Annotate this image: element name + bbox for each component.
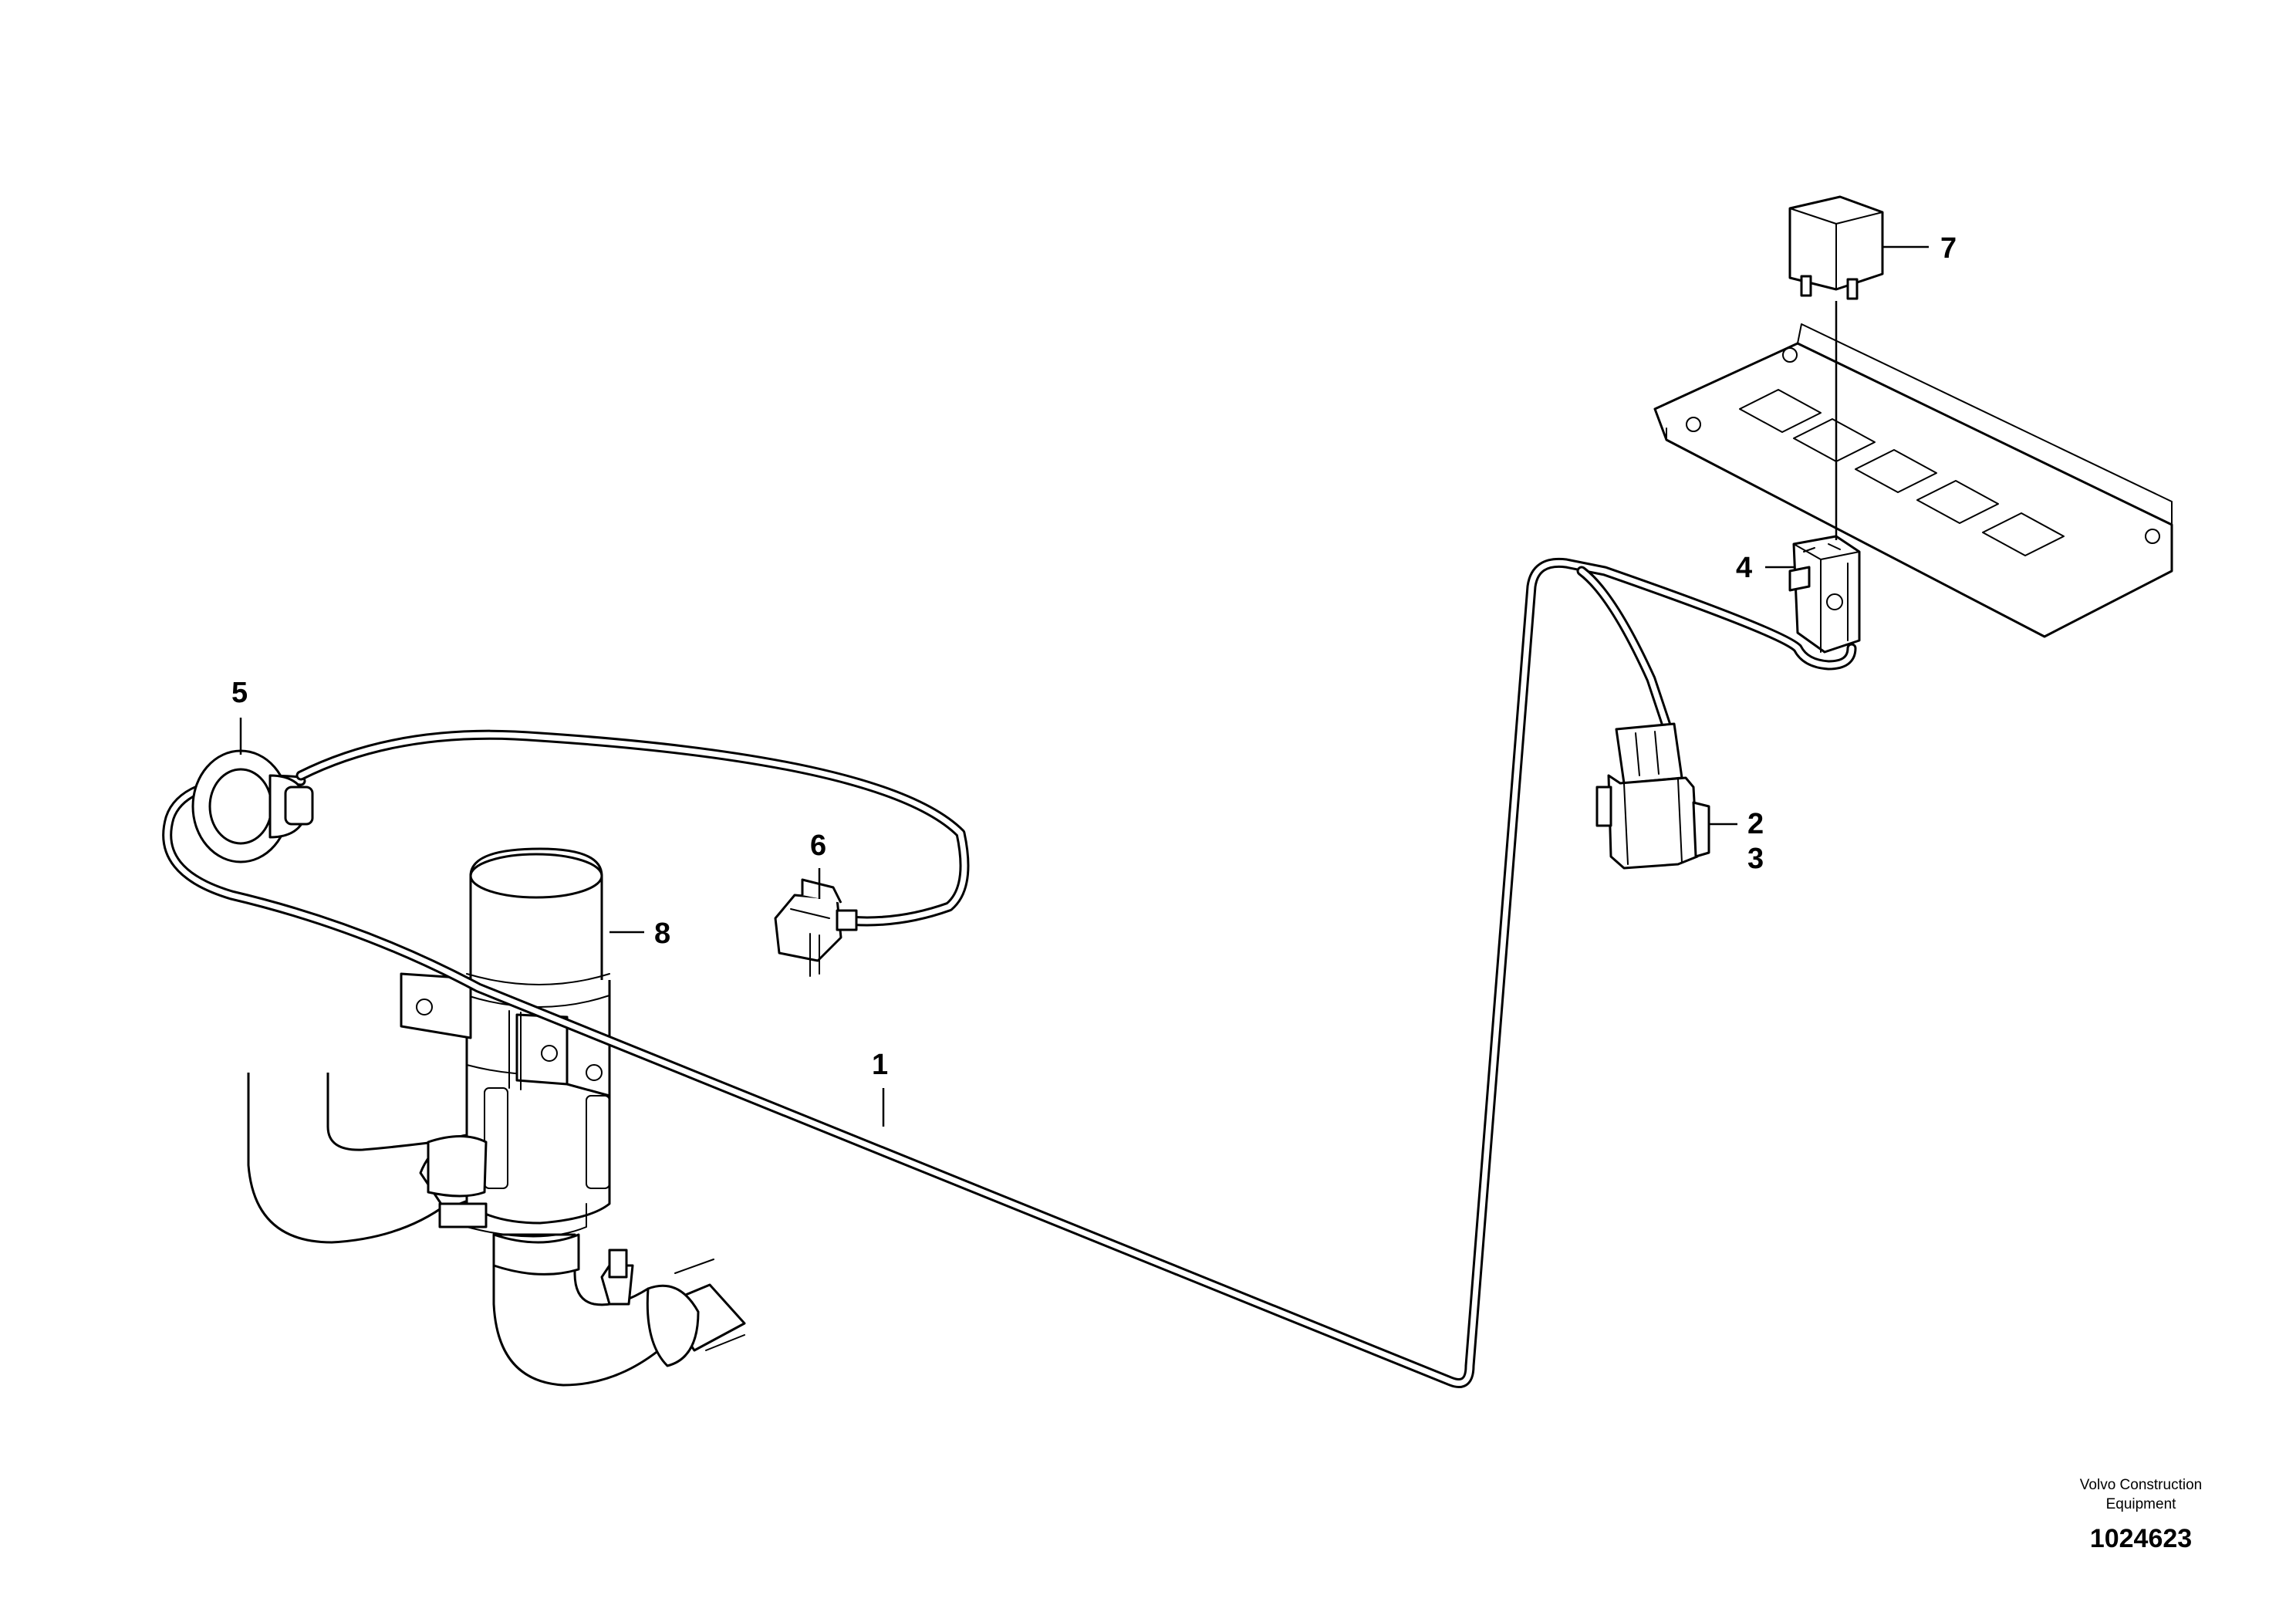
callout-2: 2: [1747, 808, 1764, 840]
relay-bracket: [1653, 323, 2173, 638]
relay-socket: [1788, 535, 1861, 654]
callout-6: 6: [810, 830, 826, 862]
callout-7: 7: [1940, 232, 1957, 265]
connector-6: [774, 878, 858, 977]
relay: [1788, 195, 1884, 300]
maker-name-line1: Volvo Construction: [2080, 1477, 2202, 1493]
callout-3: 3: [1747, 843, 1764, 875]
connector-2-3: [1595, 722, 1710, 870]
callout-1: 1: [872, 1049, 888, 1081]
leader-lines: [239, 245, 1929, 1127]
callout-8: 8: [654, 917, 670, 950]
grommet: [191, 749, 314, 863]
maker-name-line2: Equipment: [2106, 1496, 2177, 1512]
callout-4: 4: [1736, 552, 1752, 584]
callout-5: 5: [231, 677, 248, 709]
cable-harness: [162, 557, 1857, 1388]
document-number: 1024623: [2090, 1524, 2192, 1553]
